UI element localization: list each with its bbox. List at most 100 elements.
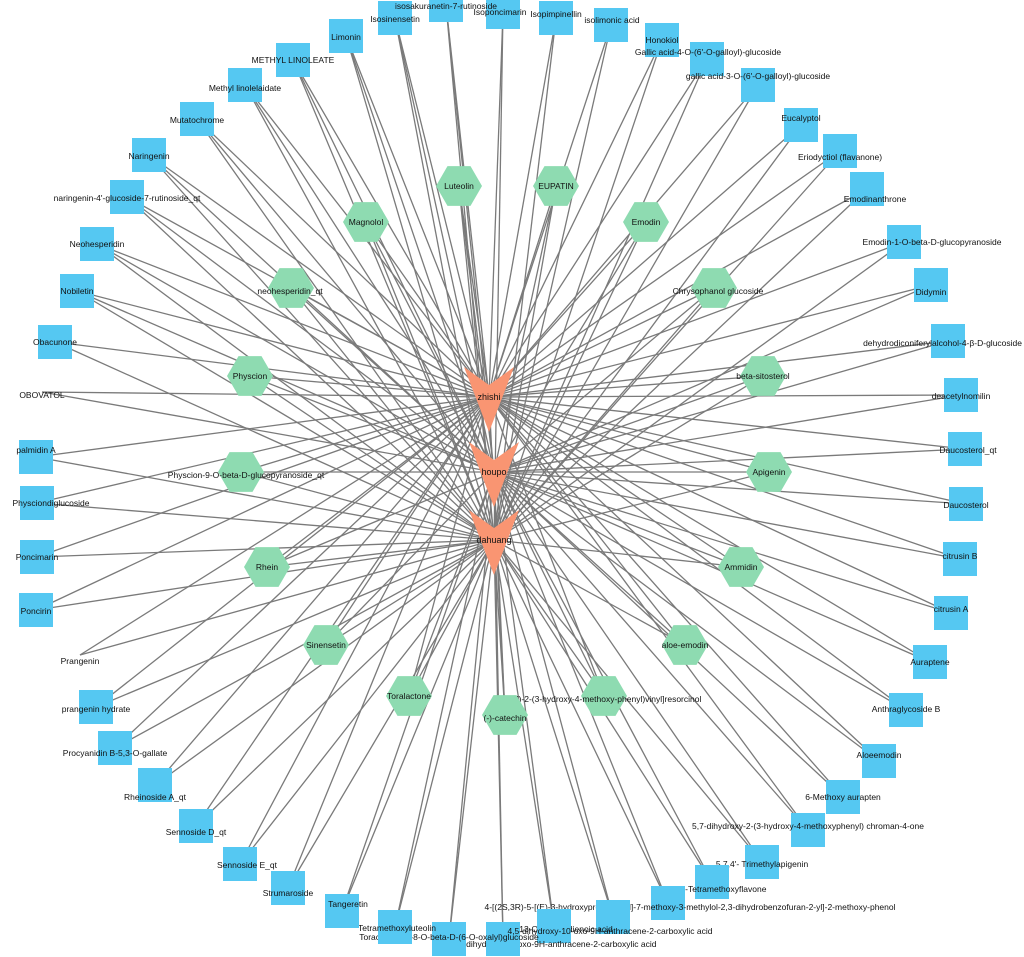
- edge-methyl-linoleate-zhishi: [292, 59, 490, 398]
- shared-node-eupatin[interactable]: EUPATIN: [533, 166, 579, 206]
- compound-node-isosinensetin[interactable]: Isosinensetin: [370, 1, 420, 35]
- edge-extra-0: [79, 396, 490, 656]
- shared-node-ammidin[interactable]: Ammidin: [718, 547, 764, 587]
- shared-node-rhein[interactable]: Rhein: [244, 547, 290, 587]
- compound-node-palmidin-a[interactable]: palmidin A: [16, 440, 56, 474]
- shared-node-apigenin[interactable]: Apigenin: [746, 452, 792, 492]
- compound-node-procyanidin-b-5-3-o-gallate[interactable]: Procyanidin B-5,3-O-gallate: [63, 731, 168, 765]
- compound-node-sennoside-d-qt[interactable]: Sennoside D_qt: [166, 809, 227, 843]
- herb-node-houpo[interactable]: houpo: [469, 442, 519, 507]
- shared-node-neohesperidin-qt[interactable]: neohesperidin_qt: [257, 268, 323, 308]
- compound-node-naringenin-4-glucoside-7-rutinoside-qt[interactable]: naringenin-4'-glucoside-7-rutinoside_qt: [54, 180, 201, 214]
- shared-node-physcion[interactable]: Physcion: [227, 356, 273, 396]
- compound-node-gallic-acid-4-o-6-o-galloyl-glucoside[interactable]: Gallic acid-4-O-(6'-O-galloyl)-glucoside: [635, 42, 781, 76]
- shared-node-catechin[interactable]: (-)-catechin: [482, 695, 528, 735]
- compound-node-honokiol[interactable]: Honokiol: [645, 23, 679, 57]
- compound-square: [79, 690, 113, 724]
- edge-physcion-dahuang: [249, 375, 495, 541]
- edge-droxy-10-oxo-9h-anthracen-9-yl-dahuang: [493, 539, 504, 940]
- shared-node-5-z-2-3-hydroxy-4-methoxy-phenyl-vinyl-r[interactable]: 5-[(Z)-2-(3-hydroxy-4-methoxy-phenyl)vin…: [501, 676, 702, 716]
- shared-node-aloe-emodin[interactable]: aloe-emodin: [662, 625, 709, 665]
- hexagon-shape: [691, 268, 737, 308]
- herb-node-dahuang[interactable]: dahuang: [469, 510, 519, 575]
- compound-node-isopimpinellin[interactable]: Isopimpinellin: [530, 1, 582, 35]
- compound-node-daucosterol[interactable]: Daucosterol: [943, 487, 989, 521]
- compound-node-limonin[interactable]: Limonin: [329, 19, 363, 53]
- compound-label: Daucosterol_qt: [939, 445, 997, 455]
- compound-label: Rheinoside A_qt: [124, 792, 187, 802]
- compound-node-torachrysone-8-o-beta-d-6-o-oxalyl-gluco[interactable]: Torachrysone-8-O-beta-D-(6-O-oxalyl)gluc…: [359, 922, 539, 956]
- compound-label: Sennoside D_qt: [166, 827, 227, 837]
- shared-node-toralactone[interactable]: Toralactone: [386, 676, 432, 716]
- compound-node-tangeretin[interactable]: Tangeretin: [325, 894, 368, 928]
- compound-node-5-7-dihydroxy-2-3-hydroxy-4-methoxypheny[interactable]: 5,7-dihydroxy-2-(3-hydroxy-4-methoxyphen…: [692, 813, 924, 847]
- compound-label: Sennoside E_qt: [217, 860, 278, 870]
- compound-node-4-5-dihydroxy-10-oxo-9h-anthracene-2-car[interactable]: 4,5-dihydroxy-10-oxo-9H-anthracene-2-car…: [451, 909, 657, 949]
- edge-isopimpinellin-zhishi: [488, 17, 557, 398]
- compound-node-methyl-linoleate[interactable]: METHYL LINOLEATE: [252, 43, 335, 77]
- compound-node-obacunone[interactable]: Obacunone: [33, 325, 77, 359]
- shared-node-sinensetin[interactable]: Sinensetin: [303, 625, 349, 665]
- hexagon-shape: [244, 547, 290, 587]
- compound-label: Poncirin: [21, 606, 52, 616]
- compound-node-nobiletin[interactable]: Nobiletin: [60, 274, 94, 308]
- hexagon-shape: [227, 356, 273, 396]
- compound-node-isosakuranetin-7-rutinoside[interactable]: isosakuranetin-7-rutinoside: [395, 0, 497, 22]
- compound-node-daucosterol-qt[interactable]: Daucosterol_qt: [939, 432, 997, 466]
- edge-sinensetin-zhishi: [325, 396, 490, 646]
- compound-node-5-7-4-trimethylapigenin[interactable]: 5,7,4'- Trimethylapigenin: [716, 845, 809, 879]
- shared-label: beta-sitosterol: [736, 371, 789, 381]
- compound-node-physciondiglucoside[interactable]: Physciondiglucoside: [12, 486, 90, 520]
- compound-node-droxy-10-oxo-9h-anthracen-9-yl[interactable]: 4,5-dihydroxy-10-oxo-9H-anthracene-2-car…: [486, 922, 713, 956]
- shared-label: Ammidin: [724, 562, 757, 572]
- compound-node-eucalyptol[interactable]: Eucalyptol: [781, 108, 821, 142]
- compound-node-obovatol[interactable]: OBOVATOL: [19, 390, 65, 400]
- compound-node-prangenin[interactable]: Prangenin: [61, 656, 100, 666]
- herb-label: houpo: [481, 467, 506, 477]
- compound-node-naringenin[interactable]: Naringenin: [128, 138, 170, 172]
- compound-node-dehydrodiconiferylalcohol-4-d-glucoside[interactable]: dehydrodiconiferylalcohol-4-β-D-glucosid…: [863, 324, 1022, 358]
- compound-label: 6-Methoxy aurapten: [805, 792, 881, 802]
- compound-node-emodin-1-o-beta-d-glucopyranoside[interactable]: Emodin-1-O-beta-D-glucopyranoside: [863, 225, 1002, 259]
- herb-node-zhishi[interactable]: zhishi: [464, 367, 514, 432]
- shared-node-beta-sitosterol[interactable]: beta-sitosterol: [736, 356, 790, 396]
- compound-node-isoponcimarin[interactable]: Isoponcimarin: [474, 0, 527, 29]
- compound-node-rheinoside-a-qt[interactable]: Rheinoside A_qt: [124, 768, 187, 802]
- compound-node-isolimonic-acid[interactable]: isolimonic acid: [584, 8, 640, 42]
- compound-label: Isoponcimarin: [474, 7, 527, 17]
- compound-node-auraptene[interactable]: Auraptene: [910, 645, 950, 679]
- edge-daucosterol-houpo: [493, 471, 967, 505]
- compound-node-citrusin-b[interactable]: citrusin B: [943, 542, 978, 576]
- compound-node-gallic-acid-3-o-6-o-galloyl-glucoside[interactable]: gallic acid-3-O-(6'-O-galloyl)-glucoside: [686, 68, 831, 102]
- shared-node-emodin[interactable]: Emodin: [623, 202, 669, 242]
- edge-magnolol-zhishi: [365, 221, 490, 398]
- shared-node-magnolol[interactable]: Magnolol: [343, 202, 389, 242]
- compound-node-anthraglycoside-b[interactable]: Anthraglycoside B: [872, 693, 941, 727]
- compound-node-tetramethoxyluteolin[interactable]: Tetramethoxyluteolin: [358, 910, 436, 944]
- edge-rhein-dahuang: [266, 539, 495, 568]
- edge-beta-sitosterol-zhishi: [488, 375, 764, 398]
- compound-node-4-5-7-8-tetramethoxyflavone[interactable]: 4',5,7,8-Tetramethoxyflavone: [658, 865, 767, 899]
- compound-node-mutatochrome[interactable]: Mutatochrome: [170, 102, 225, 136]
- compound-node-emodinanthrone[interactable]: Emodinanthrone: [844, 172, 907, 206]
- compound-node-aloeemodin[interactable]: Aloeemodin: [857, 744, 902, 778]
- compound-node-didymin[interactable]: Didymin: [914, 268, 948, 302]
- shared-node-luteolin[interactable]: Luteolin: [436, 166, 482, 206]
- compound-label: Procyanidin B-5,3-O-gallate: [63, 748, 168, 758]
- shared-node-chrysophanol-glucoside[interactable]: Chrysophanol glucoside: [673, 268, 764, 308]
- compound-node-6-methoxy-aurapten[interactable]: 6-Methoxy aurapten: [805, 780, 881, 814]
- compound-node-eriodyctiol-flavanone[interactable]: Eriodyctiol (flavanone): [798, 134, 882, 168]
- compound-node-poncirin[interactable]: Poncirin: [19, 593, 53, 627]
- compound-node-citrusin-a[interactable]: citrusin A: [934, 596, 969, 630]
- hexagon-shape: [218, 452, 264, 492]
- shared-node-physcion-9-o-beta-d-glucopyranoside-qt[interactable]: Physcion-9-O-beta-D-glucopyranoside_qt: [168, 452, 325, 492]
- compound-node-deacetylnomilin[interactable]: deacetylnomilin: [932, 378, 991, 412]
- compound-node-methyl-linolelaidate[interactable]: Methyl linolelaidate: [209, 68, 282, 102]
- compound-node-4-2s-3r-5-e-3-hydroxyprop-1-enyl-7-metho[interactable]: 4-[(2S,3R)-5-[(E)-3-hydroxyprop-1-enyl]-…: [485, 886, 896, 920]
- compound-node-prangenin-hydrate[interactable]: prangenin hydrate: [62, 690, 131, 724]
- compound-node-sennoside-e-qt[interactable]: Sennoside E_qt: [217, 847, 278, 881]
- compound-node-neohesperidin[interactable]: Neohesperidin: [70, 227, 125, 261]
- shared-label: EUPATIN: [538, 181, 574, 191]
- compound-node-poncimarin[interactable]: Poncimarin: [16, 540, 59, 574]
- compound-node-strumaroside[interactable]: Strumaroside: [263, 871, 314, 905]
